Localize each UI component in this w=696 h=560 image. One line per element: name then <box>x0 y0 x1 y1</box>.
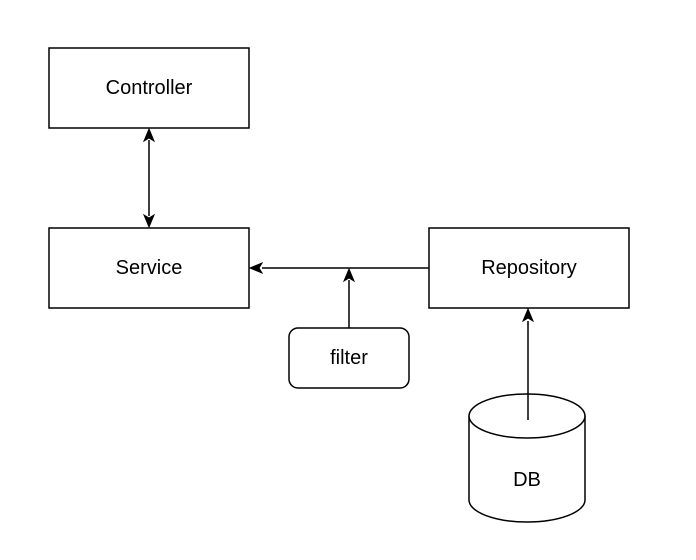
service-box <box>48 227 250 309</box>
filter-label: filter <box>330 347 368 369</box>
arrowhead-up-icon <box>521 307 535 323</box>
db-cylinder-top <box>468 393 586 439</box>
repository-box <box>428 227 630 309</box>
edge-repository-service <box>248 261 429 275</box>
db-label: DB <box>513 469 541 491</box>
controller-label: Controller <box>106 77 193 99</box>
filter-node[interactable]: filter <box>288 327 410 389</box>
service-node[interactable]: Service <box>48 227 250 309</box>
db-cylinder-body <box>468 416 586 523</box>
edge-db-repository <box>521 307 535 420</box>
repository-node[interactable]: Repository <box>428 227 630 309</box>
controller-box <box>48 47 250 129</box>
arrowhead-up-icon <box>342 267 356 283</box>
edge-filter-merge <box>342 267 356 328</box>
edge-controller-service <box>142 127 156 229</box>
controller-node[interactable]: Controller <box>48 47 250 129</box>
arrowhead-up-icon <box>142 127 156 143</box>
service-label: Service <box>116 257 183 279</box>
repository-label: Repository <box>481 257 577 279</box>
arrowhead-left-icon <box>248 261 264 275</box>
arrowhead-down-icon <box>142 213 156 229</box>
db-node[interactable]: DB <box>468 393 586 523</box>
